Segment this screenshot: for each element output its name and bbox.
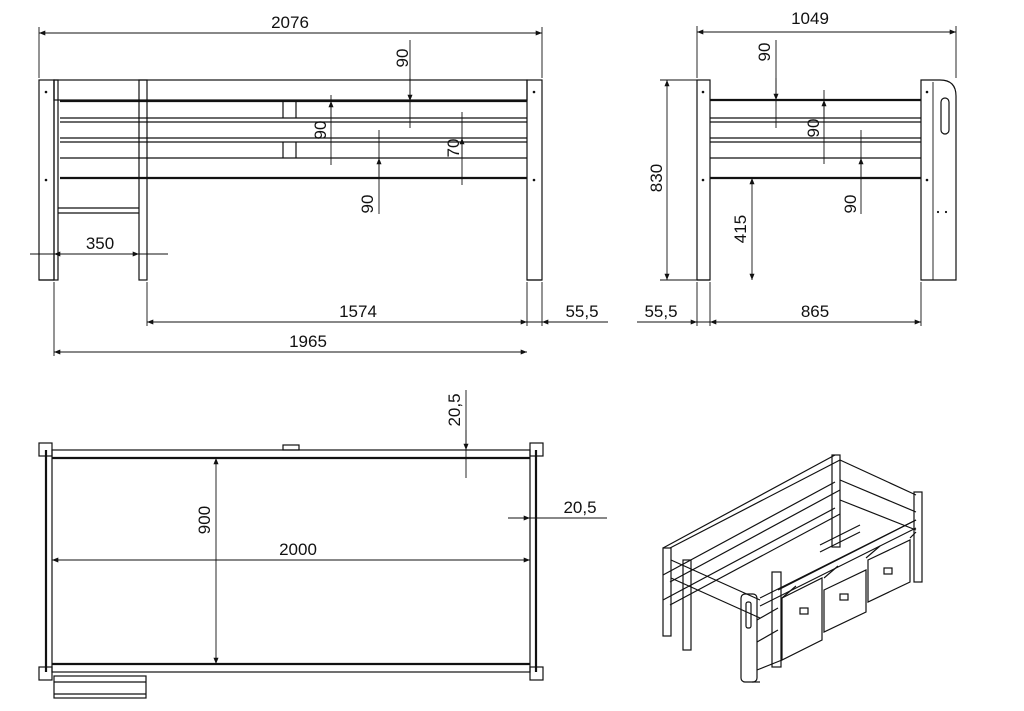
top-rail-offset-y: 20,5 [445, 393, 464, 426]
front-slat-gap: 70 [444, 139, 463, 158]
front-post-thickness: 55,5 [565, 302, 598, 321]
side-view: 1049 90 90 90 830 415 55,5 865 [637, 9, 957, 326]
side-top-gap: 90 [755, 43, 774, 62]
front-middle-gap: 90 [311, 121, 330, 140]
front-lower-gap: 90 [358, 195, 377, 214]
front-frame-length: 1965 [289, 332, 327, 351]
top-mattress-length: 2000 [279, 540, 317, 559]
side-post-thickness: 55,5 [644, 302, 677, 321]
side-middle-gap: 90 [804, 119, 823, 138]
side-inner-width: 865 [801, 302, 829, 321]
side-overall-width: 1049 [791, 9, 829, 28]
front-inner-length: 1574 [339, 302, 377, 321]
side-clearance: 415 [731, 215, 750, 243]
side-lower-gap: 90 [841, 195, 860, 214]
top-rail-offset-x: 20,5 [563, 498, 596, 517]
top-mattress-width: 900 [195, 506, 214, 534]
top-view: 20,5 20,5 900 2000 [38, 390, 607, 699]
front-top-rail-gap: 90 [393, 49, 412, 68]
isometric-view [662, 454, 923, 683]
front-view: 2076 90 90 70 90 350 1574 55,5 [30, 13, 608, 356]
side-height: 830 [647, 164, 666, 192]
front-ladder-width: 350 [86, 234, 114, 253]
front-overall-width: 2076 [271, 13, 309, 32]
